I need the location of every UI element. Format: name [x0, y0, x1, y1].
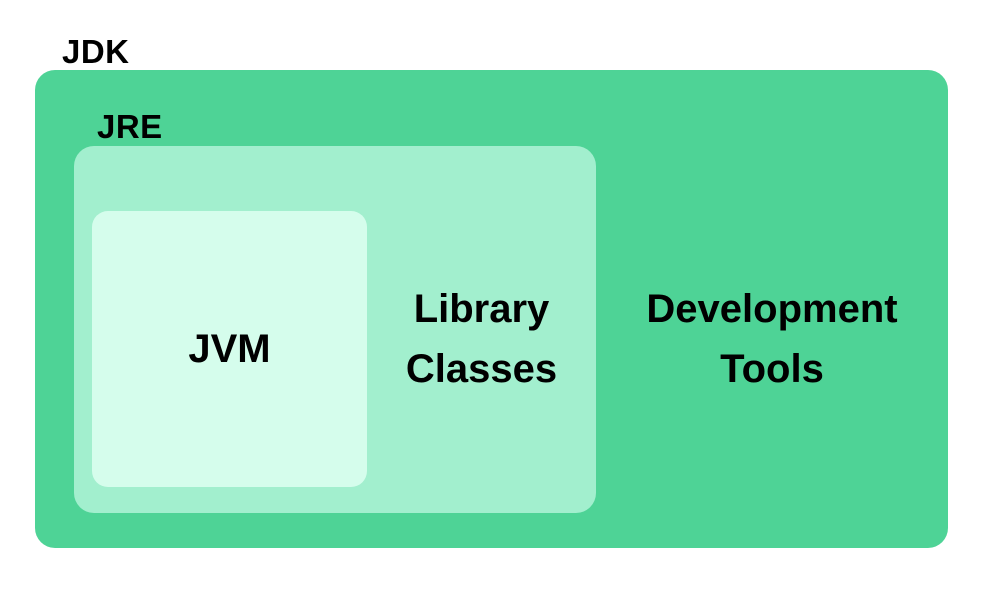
development-tools-label: Development Tools	[596, 279, 948, 399]
development-tools-line2: Tools	[720, 347, 824, 391]
jre-box: JVM Library Classes	[74, 146, 596, 513]
jvm-label: JVM	[188, 327, 271, 371]
jvm-box: JVM	[92, 211, 367, 487]
jre-label: JRE	[97, 108, 163, 145]
jdk-label: JDK	[62, 33, 130, 70]
library-classes-line2: Classes	[405, 347, 558, 391]
development-tools-line1: Development	[646, 287, 898, 331]
jdk-box: JRE JVM Library Classes Development Tool…	[35, 70, 948, 548]
library-classes-label: Library Classes	[367, 279, 596, 399]
library-classes-line1: Library	[413, 287, 550, 331]
